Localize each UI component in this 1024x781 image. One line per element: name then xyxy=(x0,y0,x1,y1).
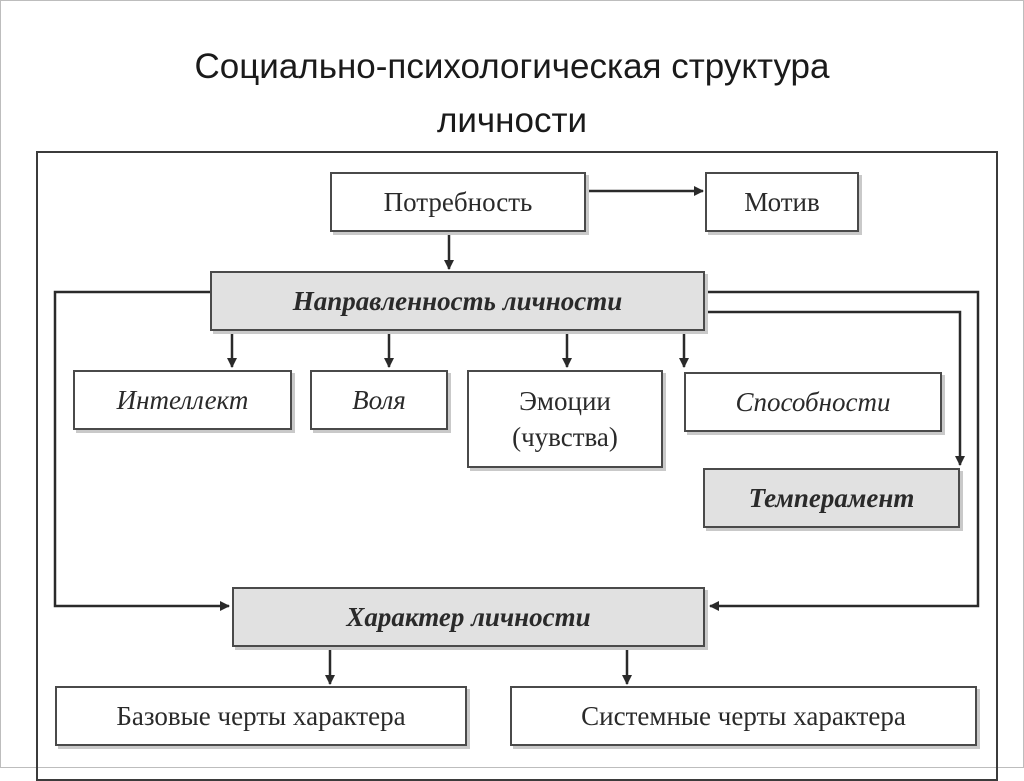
node-sposobnosti: Способности xyxy=(684,372,942,432)
node-motiv: Мотив xyxy=(705,172,859,232)
node-sistemnye-label: Системные черты характера xyxy=(581,701,906,731)
node-motiv-label: Мотив xyxy=(744,187,820,217)
node-volya-label: Воля xyxy=(352,385,406,415)
node-napravlennost: Направленность личности xyxy=(210,271,705,331)
node-bazovye: Базовые черты характера xyxy=(55,686,467,746)
node-napravlennost-label: Направленность личности xyxy=(292,286,623,316)
node-emocii: Эмоции (чувства) xyxy=(467,370,663,468)
node-temperament-label: Темперамент xyxy=(748,483,915,513)
node-emocii-label: Эмоции (чувства) xyxy=(512,386,618,452)
node-volya: Воля xyxy=(310,370,448,430)
slide-title: Социально-психологическая структура личн… xyxy=(194,47,830,140)
node-potrebnost: Потребность xyxy=(330,172,586,232)
node-bazovye-label: Базовые черты характера xyxy=(116,701,406,731)
node-intellekt: Интеллект xyxy=(73,370,292,430)
node-temperament: Темперамент xyxy=(703,468,960,528)
node-harakter-label: Характер личности xyxy=(346,602,591,632)
node-sposobnosti-label: Способности xyxy=(735,387,891,417)
node-harakter: Характер личности xyxy=(232,587,705,647)
node-potrebnost-label: Потребность xyxy=(383,187,533,217)
node-intellekt-label: Интеллект xyxy=(116,385,249,415)
node-sistemnye: Системные черты характера xyxy=(510,686,977,746)
